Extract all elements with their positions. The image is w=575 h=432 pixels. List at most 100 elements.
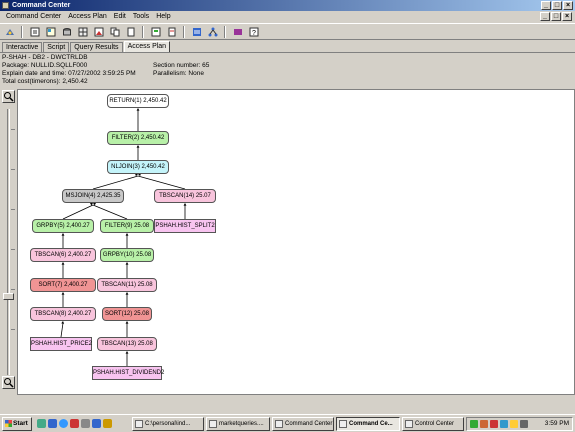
plan-arrowhead: [125, 233, 129, 236]
plan-arrowhead: [125, 292, 129, 295]
zoom-slider[interactable]: [7, 109, 10, 375]
plan-node-sort12[interactable]: SORT(12) 25.08: [102, 307, 152, 321]
plan-arrowhead: [136, 108, 140, 111]
document-icon: [209, 420, 217, 428]
tray-network-icon[interactable]: [470, 420, 478, 428]
plan-node-hist_dividend2[interactable]: PSHAH.HIST_DIVIDEND2: [92, 366, 164, 380]
minimize-button[interactable]: _: [541, 1, 551, 10]
plan-arrowhead: [90, 202, 93, 206]
tab-strip: Interactive Script Query Results Access …: [2, 41, 171, 52]
app-icon: [2, 2, 9, 9]
plan-arrowhead: [93, 202, 96, 206]
task-marketqueries[interactable]: marketqueries....: [206, 417, 270, 431]
plan-node-filter9[interactable]: FILTER(9) 25.08: [100, 219, 154, 233]
tab-script[interactable]: Script: [43, 42, 70, 52]
clock: 3:59 PM: [544, 420, 569, 427]
plan-arrowhead: [61, 233, 65, 236]
inner-maximize-button[interactable]: □: [551, 12, 561, 21]
system-tray: 3:59 PM: [466, 417, 573, 431]
task-command-center-2[interactable]: Command Ce...: [336, 417, 400, 431]
tool-launcher-icon[interactable]: [81, 419, 90, 428]
plan-node-grpby10[interactable]: GRPBY(10) 25.08: [100, 248, 154, 262]
plan-node-tbscan13[interactable]: TBSCAN(13) 25.08: [97, 337, 157, 351]
plan-node-return1[interactable]: RETURN(1) 2,450.42: [107, 94, 169, 108]
plan-arrowhead: [125, 321, 129, 324]
task-explorer[interactable]: C:\personal\ind...: [132, 417, 204, 431]
plan-arrowhead: [61, 262, 65, 265]
plan-node-grpby5[interactable]: GRPBY(5) 2,400.27: [32, 219, 94, 233]
tool-icon[interactable]: [3, 26, 16, 38]
magnifier-icon: [4, 92, 14, 102]
menu-bar: Command Center Access Plan Edit Tools He…: [0, 11, 575, 22]
app-launcher-icon[interactable]: [70, 419, 79, 428]
folder-icon: [135, 420, 143, 428]
tray-volume-icon[interactable]: [500, 420, 508, 428]
inner-minimize-button[interactable]: _: [540, 12, 550, 21]
arrow-icon[interactable]: [103, 419, 112, 428]
plan-arrowhead: [138, 173, 141, 177]
plan-node-filter2[interactable]: FILTER(2) 2,450.42: [107, 131, 169, 145]
plan-node-hist_price2[interactable]: PSHAH.HIST_PRICE2: [30, 337, 92, 351]
script-icon[interactable]: [28, 26, 41, 38]
inner-close-button[interactable]: ×: [562, 12, 572, 21]
plan-node-nljoin3[interactable]: NLJOIN(3) 2,450.42: [107, 160, 169, 174]
list-icon[interactable]: [190, 26, 203, 38]
page-icon[interactable]: [124, 26, 137, 38]
maximize-button[interactable]: □: [552, 1, 562, 10]
task-command-center-1[interactable]: Command Center: [272, 417, 334, 431]
copy-icon[interactable]: [108, 26, 121, 38]
zoom-out-button[interactable]: [2, 376, 15, 389]
toolbar: ?: [0, 23, 575, 40]
database-name: P-SHAH - DB2 - DWCTRLDB: [2, 54, 88, 61]
menu-tools[interactable]: Tools: [132, 13, 150, 20]
zoom-slider-thumb[interactable]: [3, 293, 14, 300]
svg-text:?: ?: [252, 30, 256, 37]
menu-help[interactable]: Help: [156, 13, 171, 20]
quick-launch: [37, 419, 112, 428]
plan-node-hist_split2[interactable]: PSHAH.HIST_SPLIT2: [154, 219, 216, 233]
plan-node-tbscan11[interactable]: TBSCAN(11) 25.08: [97, 278, 157, 292]
image-icon[interactable]: [92, 26, 105, 38]
plan-node-tbscan8[interactable]: TBSCAN(8) 2,400.27: [30, 307, 96, 321]
windows-logo-icon: [5, 420, 12, 427]
task-control-center[interactable]: Control Center: [402, 417, 464, 431]
zoom-in-button[interactable]: [2, 90, 15, 103]
plan-node-tbscan6[interactable]: TBSCAN(6) 2,400.27: [30, 248, 96, 262]
tray-db2-icon[interactable]: [480, 420, 488, 428]
network-icon[interactable]: [92, 419, 101, 428]
close-button[interactable]: ×: [563, 1, 573, 10]
section-number: Section number: 65: [153, 62, 210, 69]
tab-interactive[interactable]: Interactive: [2, 42, 43, 52]
tray-agent-icon[interactable]: [520, 420, 528, 428]
desktop-icon[interactable]: [37, 419, 46, 428]
start-button[interactable]: Start: [2, 416, 32, 431]
help-icon[interactable]: ?: [247, 26, 260, 38]
menu-command-center[interactable]: Command Center: [6, 13, 62, 20]
browser-icon[interactable]: [48, 419, 57, 428]
plan-icon[interactable]: [149, 26, 162, 38]
tab-query-results[interactable]: Query Results: [70, 42, 123, 52]
tree-icon[interactable]: [206, 26, 219, 38]
start-label: Start: [13, 420, 28, 427]
settings-icon[interactable]: [231, 26, 244, 38]
ie-icon[interactable]: [59, 419, 68, 428]
db-icon[interactable]: [60, 26, 73, 38]
menu-edit[interactable]: Edit: [113, 13, 126, 20]
plan-node-sort7[interactable]: SORT(7) 2,400.27: [30, 278, 96, 292]
plan-node-msjoin4[interactable]: MSJOIN(4) 2,425.35: [62, 189, 124, 203]
document-icon[interactable]: [165, 26, 178, 38]
tray-alert-icon[interactable]: [490, 420, 498, 428]
plan-arrowhead: [125, 262, 129, 265]
window-title: Command Center: [12, 2, 71, 9]
menu-access-plan[interactable]: Access Plan: [68, 13, 107, 20]
tab-access-plan[interactable]: Access Plan: [123, 41, 171, 52]
total-cost: Total cost(timerons): 2,450.42: [2, 78, 88, 85]
plan-arrowhead: [135, 173, 138, 177]
window-icon: [405, 420, 413, 428]
package-name: Package: NULLID.SQLLF000: [2, 62, 88, 69]
plan-node-tbscan14[interactable]: TBSCAN(14) 25.07: [154, 189, 216, 203]
grid-icon[interactable]: [76, 26, 89, 38]
plan-arrowhead: [136, 145, 140, 148]
results-icon[interactable]: [44, 26, 57, 38]
tray-security-icon[interactable]: [510, 420, 518, 428]
